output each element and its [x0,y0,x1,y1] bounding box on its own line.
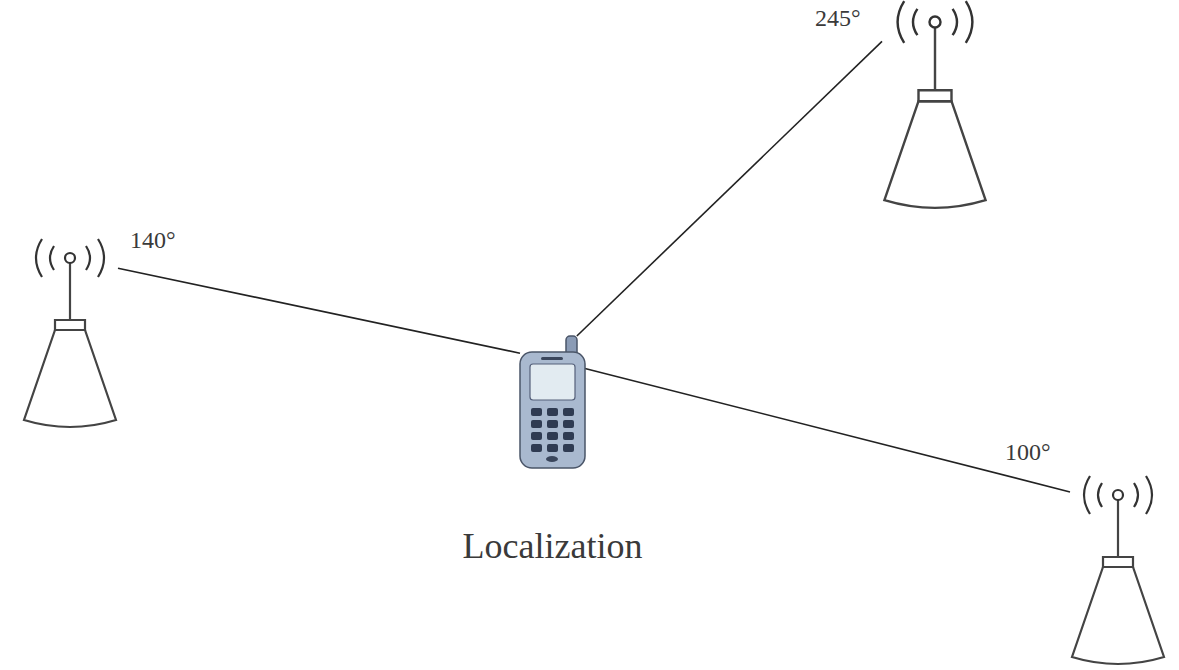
phone-button [546,456,558,462]
phone-key [531,444,542,452]
angle-label: 245° [813,6,863,30]
phone-key [531,432,542,440]
signal-line [585,368,1070,492]
phone-speaker [541,357,563,360]
caption-label: Localization [461,528,645,564]
antenna-node: 100° [1070,477,1166,667]
base-station [24,239,116,427]
signal-line [118,268,520,353]
antenna-node: 140° [22,240,118,430]
mobile-phone [520,336,585,468]
phone-screen [530,364,575,400]
phone-body [520,352,585,468]
phone-key [563,408,574,416]
phone-key [563,444,574,452]
phone-keypad [531,408,574,452]
phone-key [547,408,558,416]
phone-key [531,420,542,428]
phone-key [547,420,558,428]
base-station [884,1,985,208]
phone-key [563,420,574,428]
phone-key [563,432,574,440]
phone-key [531,408,542,416]
phone-key [547,444,558,452]
signal-line [577,41,882,336]
angle-label: 100° [1003,440,1053,464]
base-station [1072,476,1164,664]
phone-node: Localization [520,336,585,470]
antenna-node: 245° [882,4,988,212]
phone-key [547,432,558,440]
angle-label: 140° [128,228,178,252]
